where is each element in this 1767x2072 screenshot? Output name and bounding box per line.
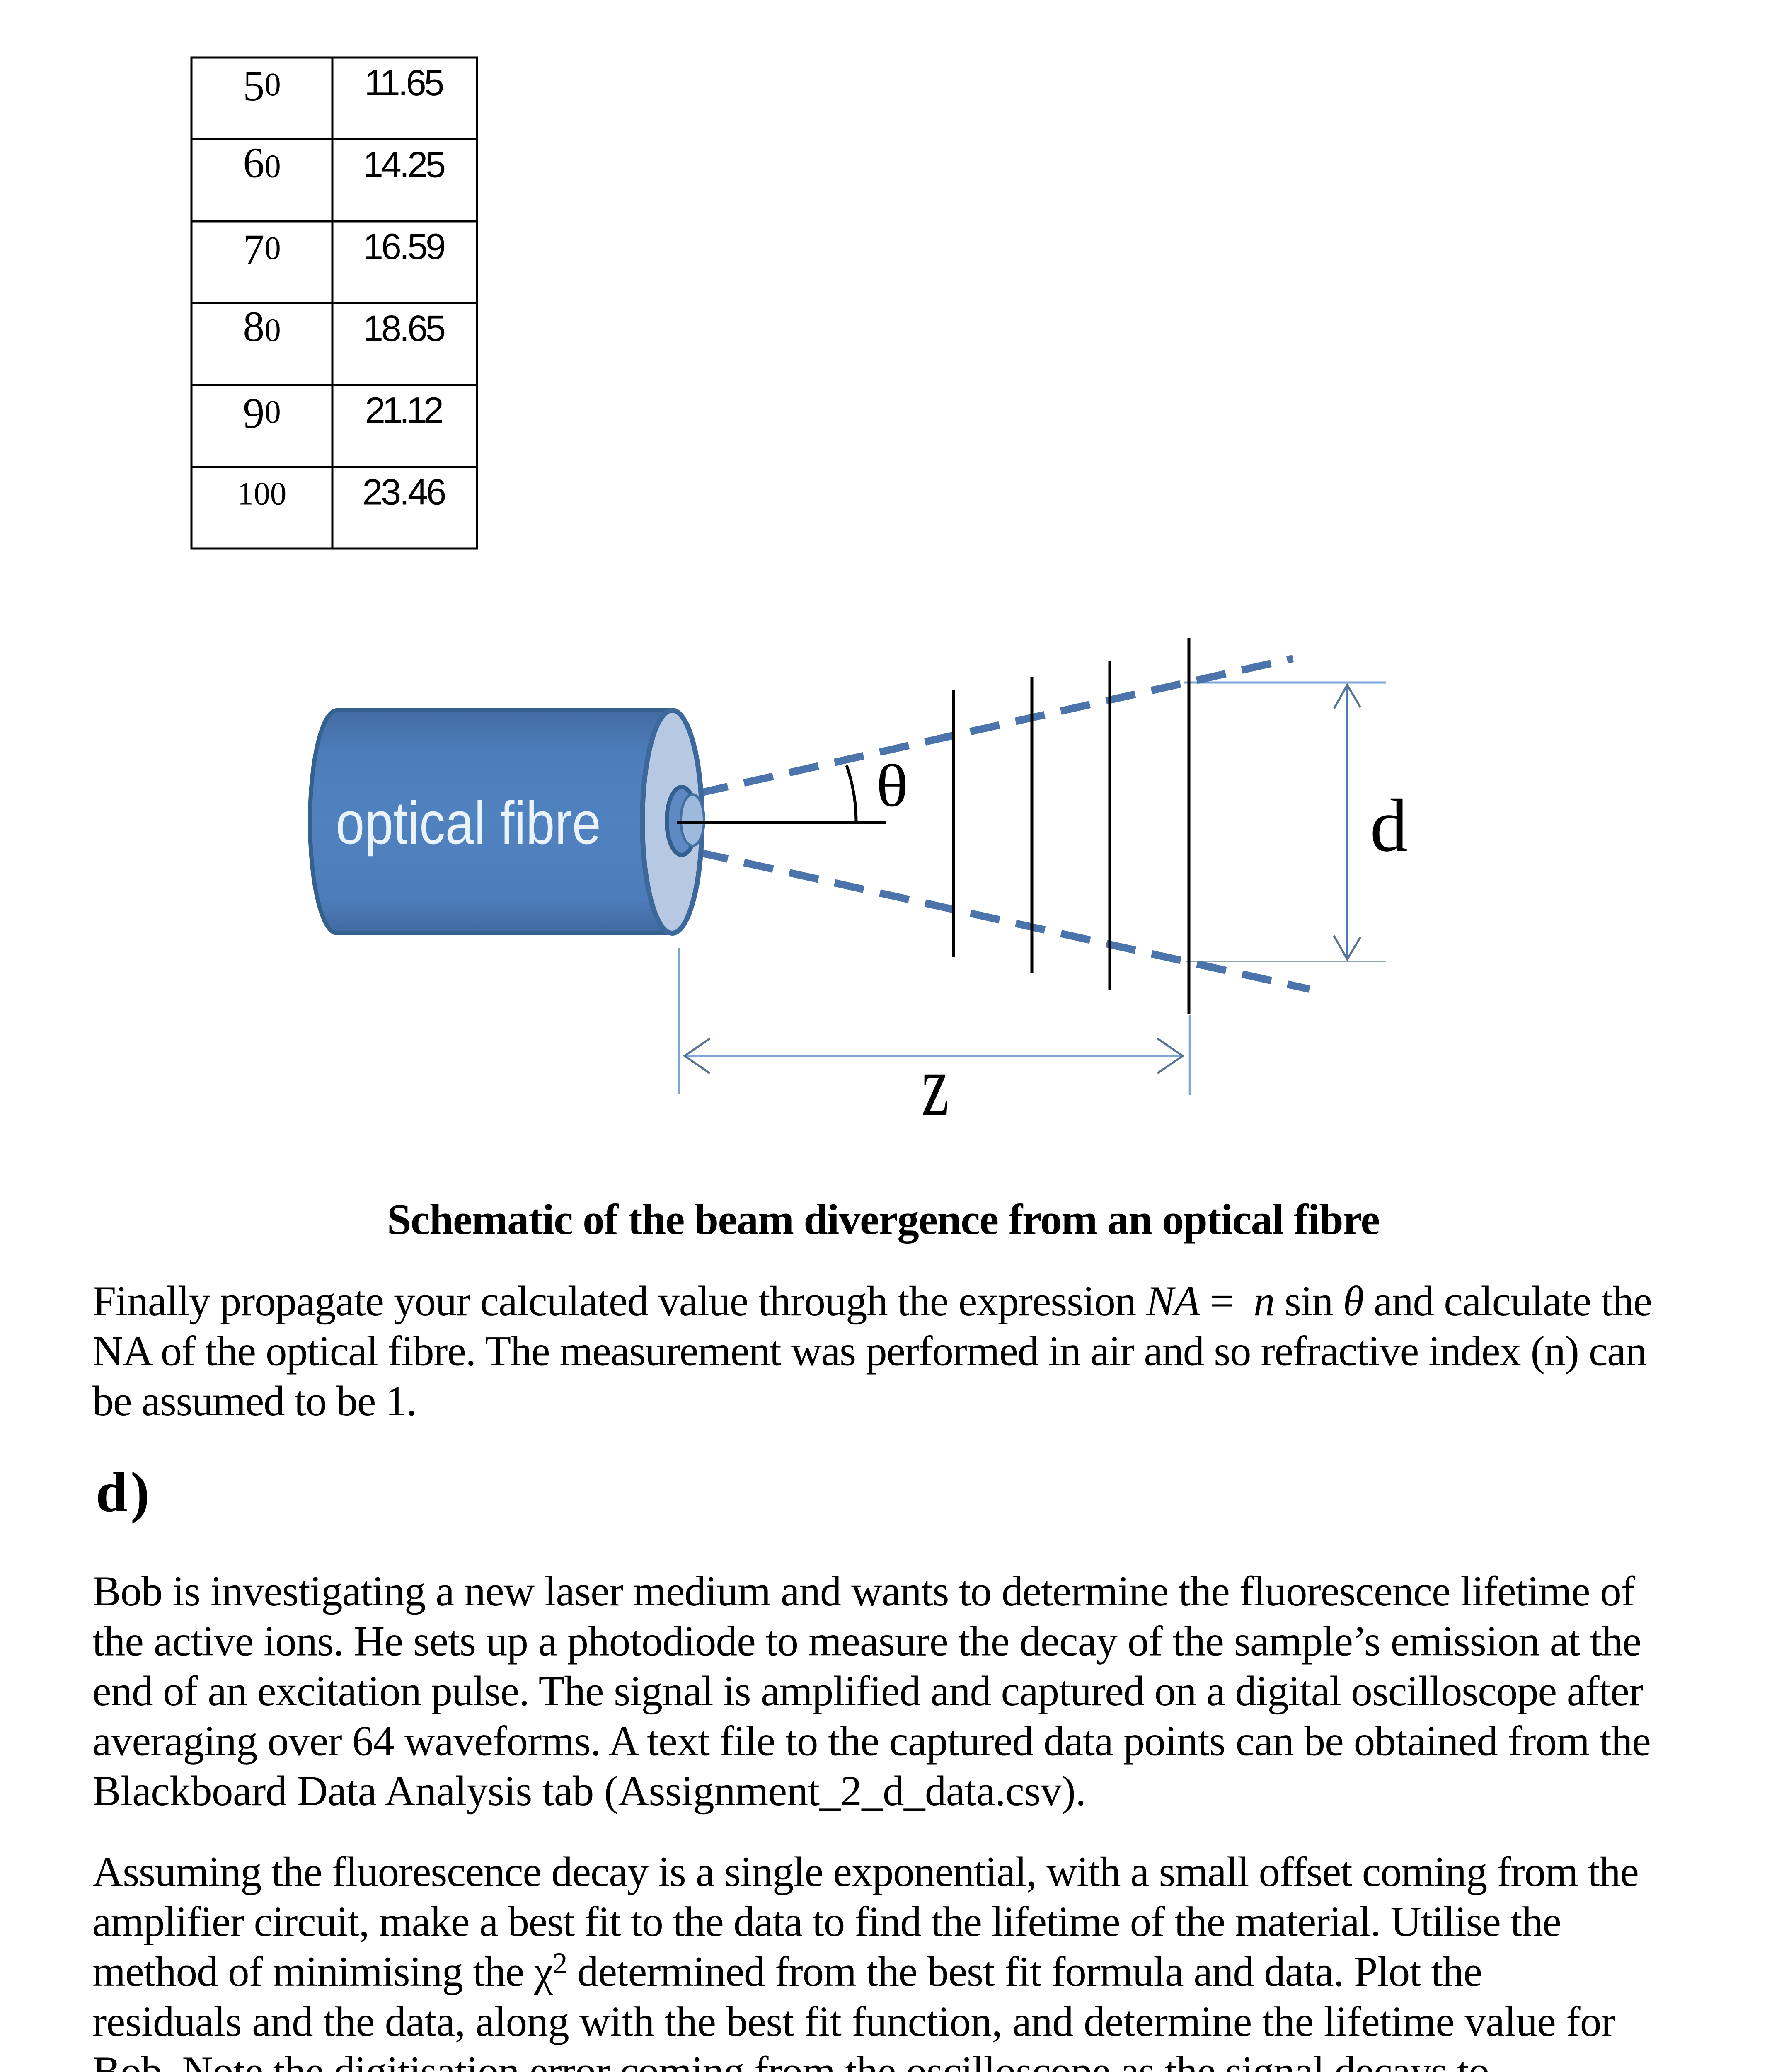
svg-text:14.25: 14.25 [363, 144, 446, 185]
svg-text:Assuming the fluorescence deca: Assuming the fluorescence decay is a sin… [92, 1848, 1639, 1895]
svg-text:be assumed to be 1.: be assumed to be 1. [92, 1377, 417, 1425]
svg-text:d: d [1370, 784, 1408, 867]
svg-text:16.59: 16.59 [363, 226, 446, 267]
svg-text:23.46: 23.46 [363, 472, 447, 513]
svg-text:end of an excitation pulse. Th: end of an excitation pulse. The signal i… [92, 1668, 1643, 1715]
svg-text:the active ions. He sets up a: the active ions. He sets up a photodiode… [92, 1618, 1641, 1665]
svg-text:Schematic of the beam divergen: Schematic of the beam divergence from an… [387, 1195, 1380, 1244]
svg-text:amplifier circuit, make a best: amplifier circuit, make a best fit to th… [92, 1898, 1561, 1946]
svg-text:11.65: 11.65 [365, 62, 445, 103]
svg-text:residuals and the data, along: residuals and the data, along with the b… [92, 1998, 1615, 2045]
svg-text:50: 50 [243, 62, 281, 110]
svg-text:100: 100 [237, 476, 287, 512]
svg-text:NA of the optical fibre. The m: NA of the optical fibre. The measurement… [92, 1328, 1647, 1375]
svg-text:method of minimising the χ2 de: method of minimising the χ2 determined f… [92, 1947, 1482, 1995]
svg-text:70: 70 [243, 226, 281, 274]
svg-text:d): d) [96, 1460, 150, 1524]
svg-text:18.65: 18.65 [363, 308, 446, 349]
svg-text:θ: θ [876, 752, 908, 819]
svg-text:80: 80 [243, 303, 281, 351]
svg-text:Bob. Note the digitisation err: Bob. Note the digitisation error coming … [92, 2048, 1490, 2072]
svg-text:Finally propagate your calcula: Finally propagate your calculated value … [92, 1278, 1652, 1325]
svg-text:Blackboard Data Analysis tab (: Blackboard Data Analysis tab (Assignment… [92, 1767, 1086, 1815]
svg-text:averaging over 64 waveforms. A: averaging over 64 waveforms. A text file… [92, 1718, 1651, 1765]
svg-text:optical fibre: optical fibre [336, 789, 601, 857]
svg-text:60: 60 [243, 139, 281, 187]
svg-text:90: 90 [243, 390, 281, 437]
svg-text:Bob is investigating a new las: Bob is investigating a new laser medium … [92, 1568, 1636, 1615]
svg-text:z: z [922, 1036, 949, 1134]
svg-text:21.12: 21.12 [365, 390, 444, 431]
